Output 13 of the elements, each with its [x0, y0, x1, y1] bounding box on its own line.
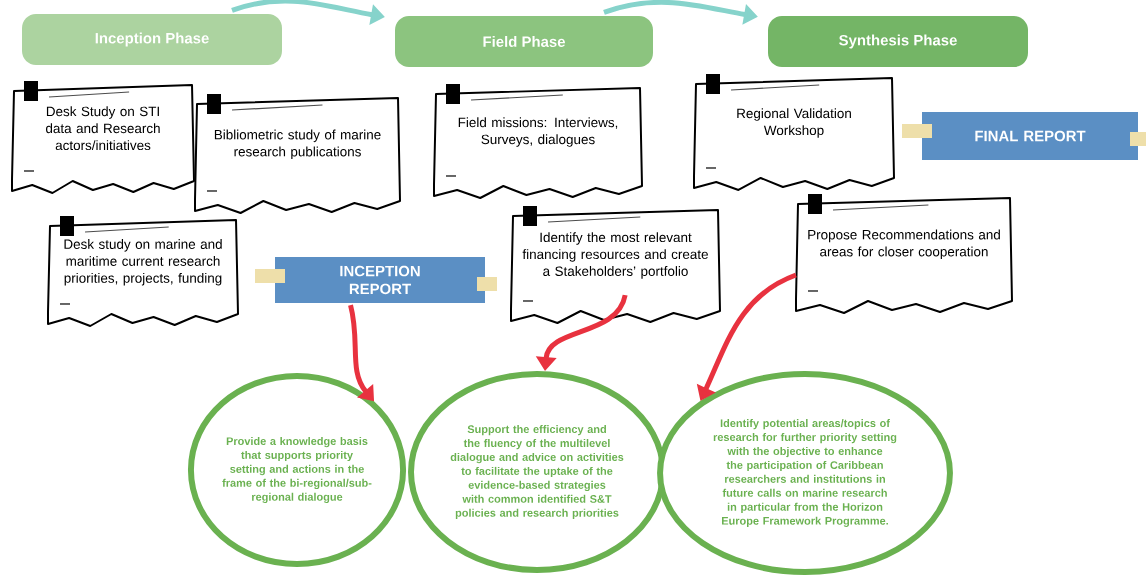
- note-card: Regional Validation Workshop: [693, 74, 895, 191]
- report-banner: FINAL REPORT: [902, 112, 1146, 160]
- phase-header: Synthesis Phase: [768, 16, 1028, 67]
- note-card: Desk study on marine and maritime current research priorities, projects, funding: [47, 216, 239, 327]
- report-banner: INCEPTION REPORT: [255, 257, 497, 303]
- node-label: Identify potential areas/topics of research for further priority setting with the objective to enhance the participation of Caribbean researchers and institutions in future calls on marine research in particular from the Horizon Europe Framework Programme.: [713, 419, 897, 527]
- note-card: Field missions: Interviews, Surveys, dialogues: [433, 84, 643, 199]
- note-card: Bibliometric study of marine research publications: [194, 94, 401, 214]
- note-card: Identify the most relevant financing resources and create a Stakeholders’ portfolio: [510, 206, 721, 324]
- note-card: Propose Recommendations and areas for closer cooperation: [795, 194, 1013, 314]
- phase-header: Inception Phase: [22, 14, 282, 65]
- phase-header: Field Phase: [395, 16, 653, 67]
- note-card: Desk Study on STI data and Research actors/initiatives: [11, 81, 195, 194]
